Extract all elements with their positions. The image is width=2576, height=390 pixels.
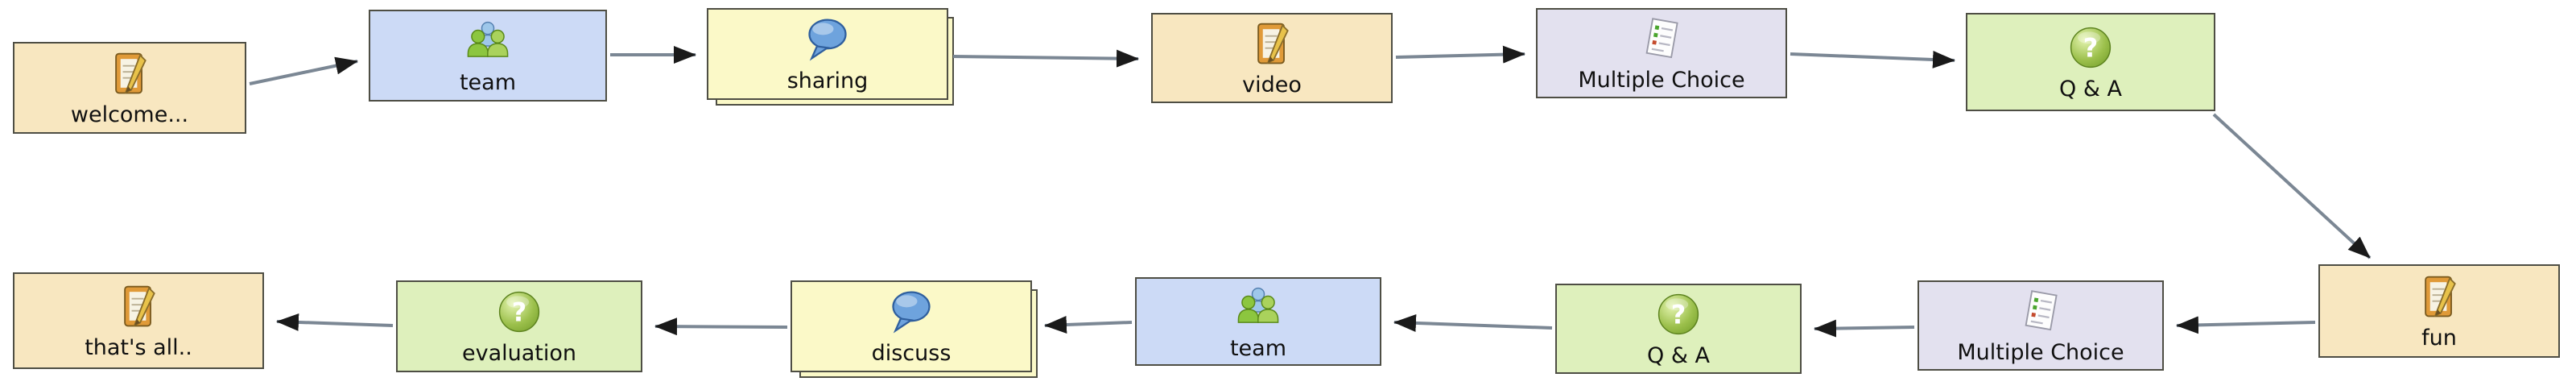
- transition-arrow: [1790, 50, 1955, 68]
- question-icon: [2066, 23, 2115, 72]
- activity-node-multiple-choice-2[interactable]: Multiple Choice: [1918, 280, 2164, 371]
- activity-node-welcome[interactable]: welcome...: [13, 42, 246, 134]
- activity-node-sharing[interactable]: sharing: [707, 8, 954, 106]
- question-icon: [1654, 290, 1703, 338]
- activity-label: Q & A: [1647, 342, 1710, 368]
- activity-label: evaluation: [461, 340, 576, 366]
- activity-label: discuss: [871, 340, 952, 366]
- activity-label: Multiple Choice: [1578, 67, 1745, 93]
- activity-node-evaluation[interactable]: evaluation: [396, 280, 642, 372]
- activity-label: sharing: [786, 68, 869, 93]
- activity-label: team: [459, 69, 517, 95]
- activity-label: welcome...: [70, 102, 189, 127]
- activity-label: fun: [2421, 325, 2457, 351]
- activity-node-fun[interactable]: fun: [2318, 264, 2560, 358]
- transition-arrow: [249, 56, 358, 85]
- activity-node-team-2[interactable]: team: [1135, 277, 1381, 366]
- transition-arrow: [2212, 113, 2372, 259]
- transition-arrow: [276, 313, 394, 331]
- notebook-icon: [1248, 19, 1296, 68]
- activity-node-qa-1[interactable]: Q & A: [1966, 13, 2215, 111]
- team-icon: [464, 17, 512, 65]
- activity-node-thats-all[interactable]: that's all..: [13, 272, 264, 369]
- speech-bubble-icon: [803, 15, 852, 64]
- activity-node-team-1[interactable]: team: [369, 10, 607, 102]
- transition-arrow: [1395, 45, 1525, 64]
- notebook-icon: [105, 49, 154, 98]
- transition-arrow: [654, 317, 788, 336]
- transition-arrow: [952, 49, 1139, 68]
- notebook-icon: [2415, 272, 2463, 321]
- activity-label: video: [1242, 72, 1302, 98]
- activity-node-video[interactable]: video: [1151, 13, 1393, 103]
- activity-label: that's all..: [85, 334, 192, 360]
- notebook-icon: [114, 282, 163, 330]
- question-icon: [495, 288, 543, 336]
- activity-label: Q & A: [2059, 76, 2122, 102]
- activity-label: Multiple Choice: [1957, 339, 2124, 365]
- activity-node-qa-2[interactable]: Q & A: [1555, 284, 1802, 374]
- transition-arrow: [1393, 313, 1553, 332]
- activity-label: team: [1229, 335, 1287, 361]
- speech-bubble-icon: [887, 288, 935, 336]
- checklist-icon: [2017, 287, 2065, 335]
- activity-node-multiple-choice-1[interactable]: Multiple Choice: [1536, 8, 1787, 98]
- activity-node-discuss[interactable]: discuss: [791, 280, 1038, 378]
- transition-arrow: [1044, 316, 1133, 334]
- checklist-icon: [1637, 15, 1686, 63]
- team-icon: [1234, 283, 1282, 331]
- transition-arrow: [2176, 316, 2316, 334]
- transition-arrow: [1814, 319, 1915, 338]
